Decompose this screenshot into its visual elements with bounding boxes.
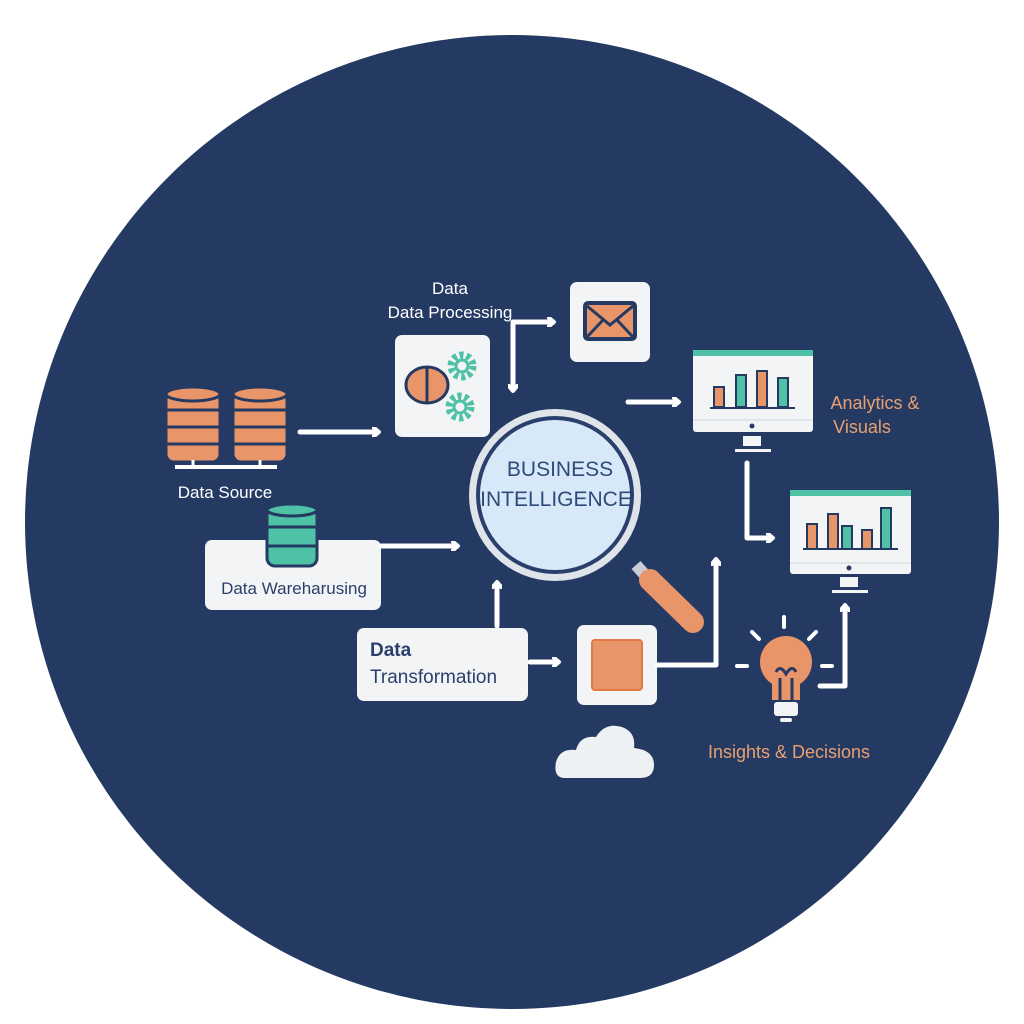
data-transformation-label-line2: Transformation	[370, 667, 497, 688]
lightbulb-icon	[735, 615, 834, 722]
data-warehousing-label: Data Wareharusing	[221, 579, 367, 598]
orange-square-icon	[591, 639, 643, 691]
data-source-label: Data Source	[178, 483, 273, 502]
dashboard-monitor-icon	[790, 490, 911, 593]
envelope-icon	[583, 301, 637, 341]
bi-title-line1: BUSINESS	[507, 458, 613, 481]
data-source-icon	[164, 385, 289, 469]
arrow-insights-to-monitor2	[817, 606, 845, 689]
insights-label: Insights & Decisions	[708, 742, 870, 762]
data-transformation-card	[357, 628, 528, 701]
arrow-block-to-monitor	[654, 560, 716, 668]
magnifier-icon	[469, 409, 704, 633]
data-processing-label-line1: Data	[432, 279, 468, 298]
analytics-monitor-icon	[693, 350, 813, 452]
data-transformation-label-line1: Data	[370, 640, 412, 661]
teal-database-icon	[265, 502, 319, 568]
bi-title-line2: INTELLIGENCE	[480, 488, 632, 511]
analytics-label-line2: Visuals	[833, 417, 891, 437]
analytics-label-line1: Analytics &	[830, 393, 919, 413]
cloud-icon	[555, 725, 654, 778]
data-warehousing-card	[205, 540, 381, 610]
brain-gears-icon	[404, 351, 477, 422]
data-processing-label-line2: Data Processing	[388, 303, 513, 322]
arrow-analytics-to-monitor2	[744, 460, 772, 538]
